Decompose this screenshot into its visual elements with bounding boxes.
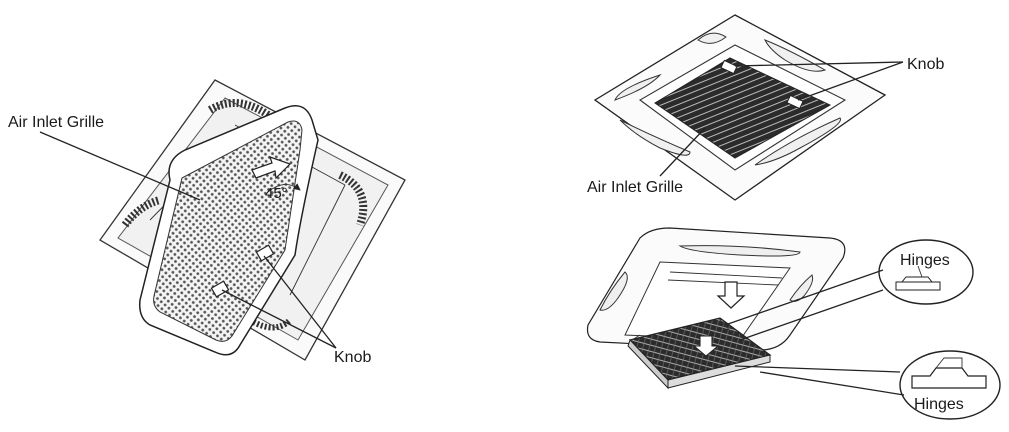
- left-leader-knob-upper: [263, 255, 337, 349]
- right-top-leader-knob-2: [797, 61, 904, 101]
- left-knob-upper: [255, 244, 275, 262]
- right-top-label-air-inlet-grille: Air Inlet Grille: [587, 179, 683, 196]
- label-hinges-bottom: Hinges: [914, 396, 964, 413]
- hinge-detail-top: [895, 265, 941, 291]
- left-figure-grille-opening: 45° Air Inlet Grille Knob: [8, 79, 406, 366]
- left-leader-grille: [39, 131, 201, 201]
- right-top-leader-knob-1: [734, 61, 904, 67]
- angle-label: 45°: [265, 185, 288, 202]
- leader-hinge-top-1: [727, 269, 884, 325]
- right-top-label-knob: Knob: [907, 56, 944, 73]
- hinge-callout-top: [878, 239, 974, 305]
- right-top-knob-1: [720, 59, 738, 75]
- hinge-detail-bottom: [911, 357, 987, 389]
- label-hinges-top: Hinges: [900, 252, 950, 269]
- left-knob-lower: [210, 280, 230, 298]
- right-bottom-figure-hinges: Hinges Hinges: [586, 227, 1001, 420]
- leader-hinge-top-2: [739, 289, 884, 341]
- leader-hinge-bottom-1: [734, 365, 901, 373]
- left-opening-arrow: 45°: [251, 156, 301, 202]
- right-top-air-inlet-grille: [654, 57, 832, 159]
- left-label-knob: Knob: [334, 349, 371, 366]
- right-top-leader-grille: [659, 127, 706, 177]
- left-leader-knob-lower: [221, 289, 337, 349]
- leader-hinge-bottom-2: [759, 371, 905, 396]
- right-top-figure-panel: Knob Air Inlet Grille: [587, 14, 944, 201]
- left-label-air-inlet-grille: Air Inlet Grille: [8, 114, 104, 131]
- right-top-knob-2: [786, 94, 804, 110]
- right-bottom-down-arrow: [716, 281, 746, 309]
